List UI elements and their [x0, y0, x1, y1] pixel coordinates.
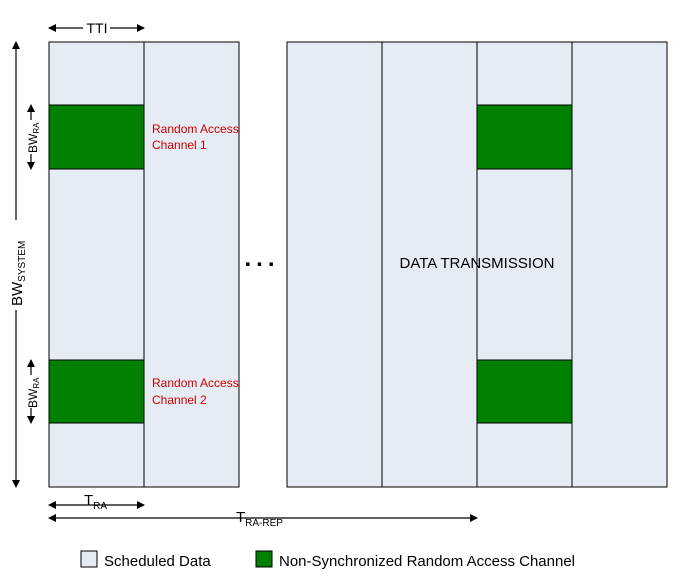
channel-2-label-line2: Channel 2 — [152, 393, 207, 407]
legend-item-scheduled-data: Scheduled Data — [80, 550, 211, 570]
channel-1-label: Random Access Channel 1 — [152, 122, 239, 152]
random-access-channel-1-block — [48, 104, 145, 170]
legend-label-random-access: Non-Synchronized Random Access Channel — [279, 553, 575, 570]
right-random-access-block-2 — [476, 359, 573, 424]
t-ra-label: TRA — [84, 492, 107, 512]
right-random-access-block-1 — [476, 104, 573, 170]
t-ra-rep-dimension: TRA-REP — [48, 509, 478, 529]
bw-system-label: BWSYSTEM — [9, 241, 28, 306]
channel-1-label-line1: Random Access — [152, 122, 239, 136]
ellipsis: ... — [244, 245, 279, 272]
legend-swatch-scheduled-data — [80, 550, 98, 568]
right-frame — [286, 41, 668, 488]
random-access-channel-2-block — [48, 359, 145, 424]
legend-item-random-access: Non-Synchronized Random Access Channel — [255, 550, 575, 570]
tti-label: TTI — [87, 20, 108, 36]
channel-2-label: Random Access Channel 2 — [152, 376, 239, 407]
legend-swatch-random-access — [255, 550, 273, 568]
data-transmission-label: DATA TRANSMISSION — [399, 255, 554, 272]
t-ra-dimension: TRA — [48, 492, 145, 512]
bw-ra-dimension-1: BWRA — [26, 104, 41, 170]
legend: Scheduled Data Non-Synchronized Random A… — [80, 550, 575, 570]
channel-1-label-line2: Channel 1 — [152, 138, 207, 152]
bw-ra-label-2: BWRA — [26, 377, 41, 408]
bw-system-dimension: BWSYSTEM — [9, 41, 28, 488]
legend-label-scheduled-data: Scheduled Data — [104, 553, 211, 570]
bw-ra-label-1: BWRA — [26, 122, 41, 153]
channel-2-label-line1: Random Access — [152, 376, 239, 390]
t-ra-rep-label: TRA-REP — [236, 509, 283, 529]
bw-ra-dimension-2: BWRA — [26, 359, 41, 424]
tti-dimension: TTI — [48, 20, 145, 36]
left-frame — [48, 41, 240, 488]
